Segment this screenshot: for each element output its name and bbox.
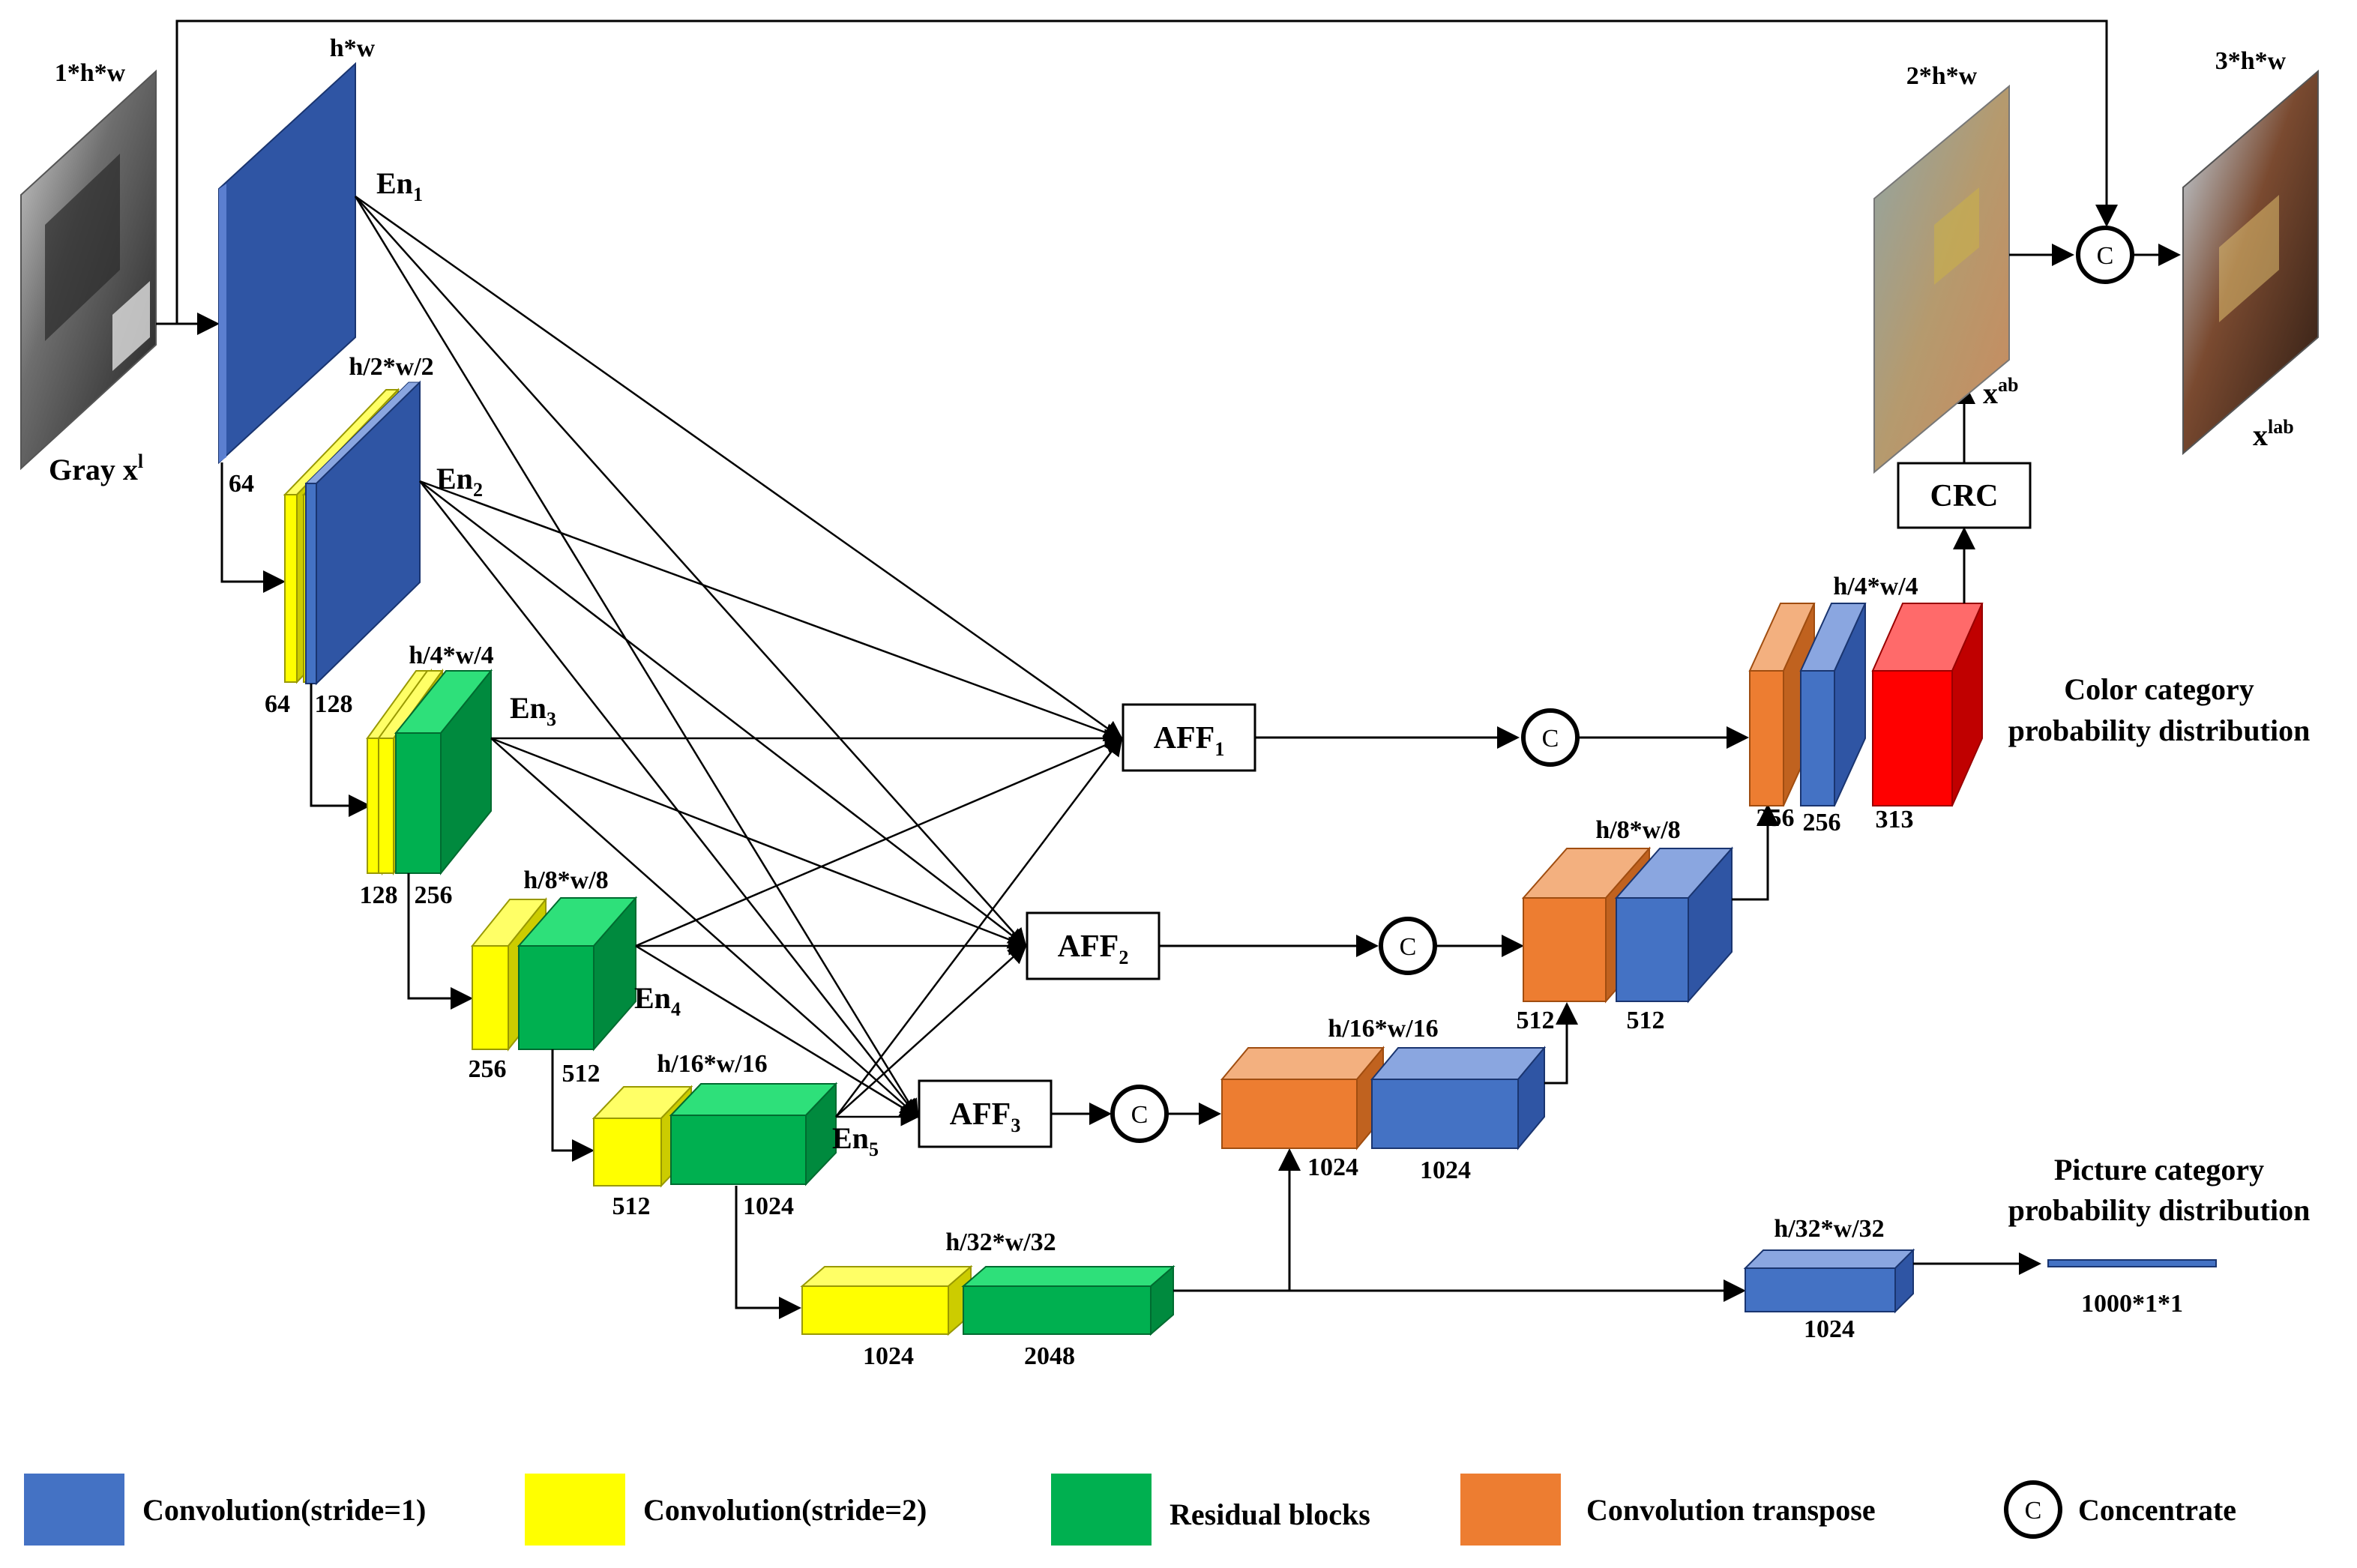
legend-label-conv-transpose: Convolution transpose (1586, 1493, 1876, 1527)
classifier-block (1743, 1248, 1915, 1314)
concat-node-1: C (1521, 708, 1580, 767)
en3-channels-b: 256 (415, 881, 453, 909)
en4-name: En4 (634, 981, 681, 1020)
legend-label-conv-stride2: Convolution(stride=2) (643, 1493, 927, 1527)
aff1-label: AFF1 (1154, 721, 1225, 760)
fusion-lines (354, 195, 1124, 1127)
aff3-label: AFF3 (950, 1097, 1021, 1136)
en3-to-en4-arrow (407, 873, 473, 1010)
bottleneck-block (800, 1264, 1176, 1336)
d16-to-d8-arrow (1544, 1002, 1578, 1085)
legend-label-conv-stride1: Convolution(stride=1) (142, 1493, 426, 1527)
bottleneck-dims: h/32*w/32 (945, 1228, 1056, 1256)
color-dist-line1: Color category (2064, 672, 2254, 706)
en1-block (218, 61, 356, 465)
en1-dims: h*w (330, 34, 376, 62)
en3-dims: h/4*w/4 (409, 642, 493, 669)
en2-channels-a: 64 (265, 690, 290, 718)
aff3-box (918, 1079, 1053, 1148)
en5-channels-b: 1024 (743, 1192, 794, 1220)
decoder-16-channels-a: 1024 (1307, 1154, 1358, 1181)
decoder-4-channels-b: 256 (1803, 809, 1841, 836)
en2-to-en3-arrow (310, 684, 371, 817)
lab-output-label: xlab (2253, 416, 2294, 452)
classifier-channels: 1024 (1804, 1315, 1855, 1343)
decoder-16-dims: h/16*w/16 (1328, 1015, 1438, 1043)
en2-dims: h/2*w/2 (349, 353, 433, 381)
ab-output-dims: 2*h*w (1906, 62, 1978, 90)
decoder-16-channels-b: 1024 (1420, 1157, 1471, 1184)
decoder-16-block (1220, 1046, 1547, 1151)
en3-name: En3 (510, 691, 556, 730)
decoder-8-channels-a: 512 (1517, 1007, 1555, 1034)
en5-to-bottleneck-arrow (735, 1186, 801, 1319)
legend-concat-symbol: C (2004, 1480, 2062, 1539)
en5-channels-a: 512 (612, 1192, 651, 1220)
aff2-box (1026, 911, 1161, 980)
en1-name: En1 (376, 166, 423, 205)
input-dims-label: 1*h*w (55, 59, 126, 87)
en4-to-en5-arrow (551, 1049, 594, 1162)
input-label: Gray xl (49, 450, 143, 486)
classifier-dims: h/32*w/32 (1774, 1215, 1884, 1243)
legend-label-concat: Concentrate (2078, 1493, 2236, 1527)
en5-name: En5 (832, 1121, 879, 1160)
legend-label-residual: Residual blocks (1170, 1498, 1370, 1531)
aff2-label: AFF2 (1058, 929, 1129, 968)
concat-node-output: C (2076, 226, 2134, 284)
bottleneck-channels-a: 1024 (863, 1342, 914, 1370)
decoder-8-dims: h/8*w/8 (1595, 816, 1680, 844)
picture-dist-line2: probability distribution (2008, 1193, 2311, 1227)
decoder-4-dims: h/4*w/4 (1833, 573, 1918, 600)
en3-block (366, 668, 493, 876)
en2-block (283, 380, 421, 686)
decoder-4-block (1748, 603, 1984, 806)
en1-to-en2-arrow (220, 462, 286, 593)
legend-swatch-conv-stride2 (525, 1474, 625, 1546)
decoder-4-channels-a: 256 (1757, 804, 1795, 832)
gray-input-image (20, 69, 157, 471)
d8-to-d4-arrow (1732, 803, 1779, 901)
svg-text:C: C (2025, 1497, 2042, 1525)
en2-channels-b: 128 (315, 690, 353, 718)
en2-name: En2 (436, 462, 483, 501)
svg-text:C: C (1542, 725, 1559, 753)
en5-block (591, 1082, 838, 1188)
svg-text:C: C (1400, 933, 1417, 961)
picture-dist-line1: Picture category (2054, 1153, 2264, 1186)
en4-channels-a: 256 (469, 1055, 507, 1083)
lab-output-dims: 3*h*w (2215, 47, 2287, 75)
concat-node-3: C (1110, 1085, 1169, 1143)
ab-output-label: xab (1983, 374, 2018, 410)
en4-dims: h/8*w/8 (523, 866, 608, 894)
decoder-8-block (1521, 846, 1734, 1004)
en1-channels: 64 (229, 470, 254, 498)
ab-output-image (1873, 84, 2010, 474)
decoder-4-channels-c: 313 (1876, 806, 1914, 833)
aff1-box (1122, 703, 1256, 772)
en4-block (470, 896, 638, 1052)
skip-connection-line (175, 19, 2118, 324)
legend-swatch-residual (1051, 1474, 1152, 1546)
legend: Convolution(stride=1) Convolution(stride… (24, 1474, 2236, 1546)
lab-output-image (2182, 69, 2319, 456)
en3-channels-a: 128 (360, 881, 398, 909)
picture-output-dims: 1000*1*1 (2081, 1290, 2183, 1318)
decoder-8-channels-b: 512 (1627, 1007, 1665, 1034)
en4-channels-b: 512 (562, 1060, 600, 1088)
legend-swatch-conv-stride1 (24, 1474, 124, 1546)
concat-node-2: C (1379, 917, 1437, 975)
color-dist-line2: probability distribution (2008, 714, 2311, 747)
bottleneck-channels-b: 2048 (1024, 1342, 1075, 1370)
svg-text:C: C (2097, 242, 2114, 270)
legend-swatch-conv-transpose (1460, 1474, 1561, 1546)
en5-dims: h/16*w/16 (657, 1050, 767, 1078)
crc-label: CRC (1930, 479, 1999, 513)
picture-category-vector (2047, 1259, 2217, 1267)
svg-text:C: C (1131, 1101, 1149, 1129)
